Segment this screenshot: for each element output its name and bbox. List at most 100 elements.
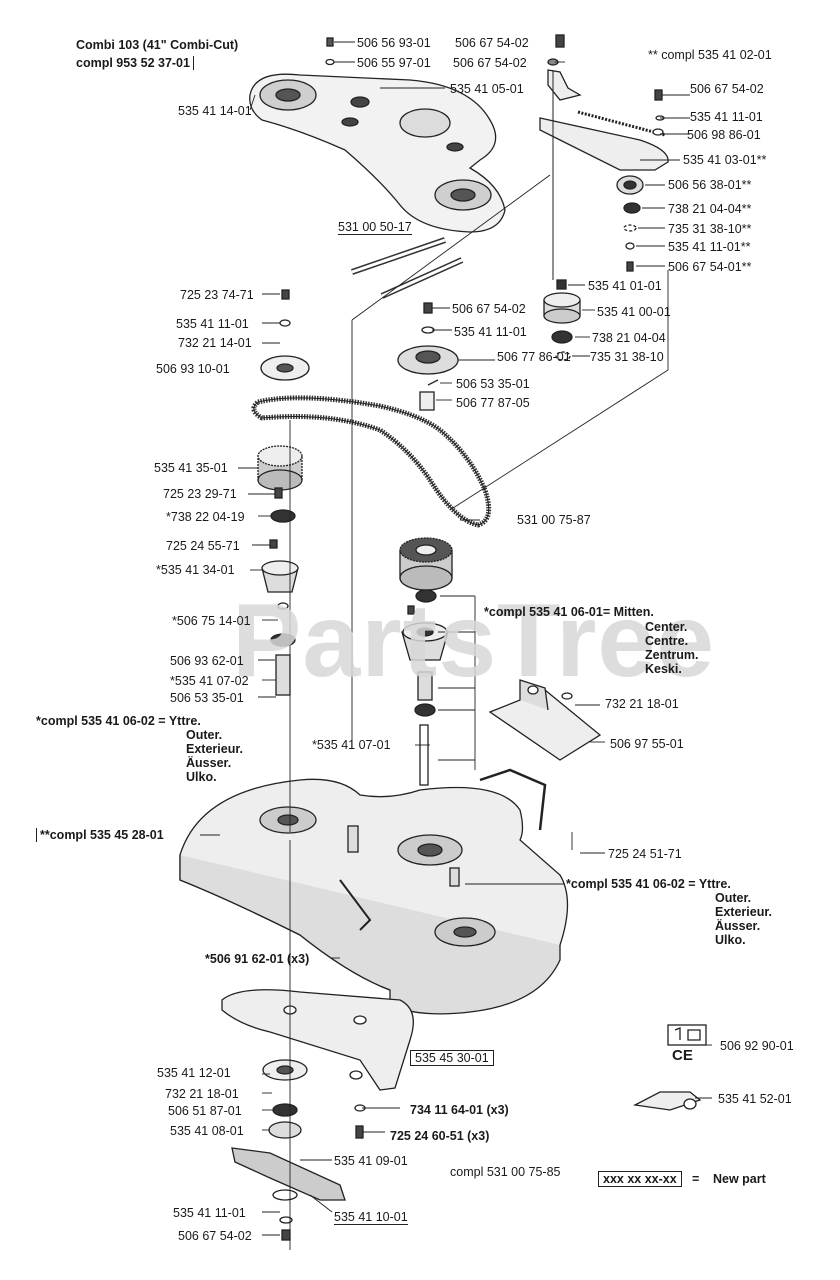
- part-label: Exterieur.: [715, 905, 772, 919]
- part-label: 535 41 11-01: [690, 110, 763, 124]
- part-label: compl 531 00 75-85: [450, 1165, 561, 1179]
- part-label: 506 67 54-02: [690, 82, 764, 96]
- blade-plate: [221, 989, 414, 1091]
- part-label: 506 67 54-01**: [668, 260, 752, 274]
- part-label: 535 41 05-01: [450, 82, 524, 96]
- part-label: Äusser.: [715, 919, 761, 933]
- part-label: 535 41 11-01**: [668, 240, 751, 254]
- part-label: 535 41 01-01: [588, 279, 662, 293]
- idler-pulley: [543, 70, 581, 361]
- part-label: 535 41 11-01: [176, 317, 249, 331]
- center-pulley: [397, 302, 459, 411]
- part-label: 506 53 35-01: [456, 377, 530, 391]
- part-label: 735 31 38-10**: [668, 222, 752, 236]
- part-label: Exterieur.: [186, 742, 243, 756]
- part-label: 535 41 03-01**: [683, 153, 767, 167]
- part-label: 506 53 35-01: [170, 691, 244, 705]
- part-label: 535 41 52-01: [718, 1092, 792, 1106]
- part-label: *506 75 14-01: [172, 614, 251, 628]
- cutting-blade: [231, 1147, 346, 1241]
- part-label: *compl 535 41 06-02 = Yttre.: [566, 877, 731, 891]
- part-label: Ulko.: [186, 770, 217, 784]
- part-label: ** compl 535 41 02-01: [648, 48, 772, 62]
- drive-belt: [251, 395, 492, 528]
- tension-arm: [539, 89, 669, 272]
- part-label: 535 41 35-01: [154, 461, 228, 475]
- part-label: 535 41 08-01: [170, 1124, 244, 1138]
- center-toothed-pulley: [399, 537, 453, 786]
- part-label: 506 56 38-01**: [668, 178, 752, 192]
- watermark: PartsTree: [232, 583, 716, 699]
- part-label: 531 00 50-17: [338, 220, 412, 235]
- part-label: 725 24 55-71: [166, 539, 240, 553]
- part-label: 506 98 86-01: [687, 128, 761, 142]
- part-label: 738 21 04-04: [592, 331, 666, 345]
- model-title: Combi 103 (41" Combi-Cut): [76, 38, 239, 52]
- part-label: 506 67 54-02: [452, 302, 526, 316]
- part-label: 738 21 04-04**: [668, 202, 752, 216]
- part-label: 535 41 10-01: [334, 1210, 408, 1225]
- part-label: 535 41 14-01: [178, 104, 252, 118]
- bracket-506-97-55-01: [488, 679, 602, 761]
- part-label: 535 41 09-01: [334, 1154, 408, 1168]
- part-label: Center.: [645, 620, 688, 634]
- part-label: 506 77 87-05: [456, 396, 530, 410]
- part-label: 732 21 18-01: [165, 1087, 239, 1101]
- part-label: 535 41 00-01: [597, 305, 671, 319]
- part-label: Ulko.: [715, 933, 746, 947]
- part-label: Centre.: [645, 634, 689, 648]
- part-label: 506 67 54-02: [453, 56, 527, 70]
- part-label: *535 41 07-01: [312, 738, 391, 752]
- top-center-hardware: [325, 34, 582, 101]
- part-label: *compl 535 41 06-01= Mitten.: [484, 605, 654, 619]
- part-label: Äusser.: [186, 756, 232, 770]
- part-label: 732 21 14-01: [178, 336, 252, 350]
- part-label: 535 45 30-01: [410, 1050, 494, 1066]
- part-label: *compl 535 41 06-02 = Yttre.: [36, 714, 201, 728]
- part-label: 506 93 10-01: [156, 362, 230, 376]
- part-label: 725 24 51-71: [608, 847, 682, 861]
- part-label: **compl 535 45 28-01: [36, 828, 164, 842]
- part-label: 506 56 93-01: [357, 36, 431, 50]
- left-spindle-top: [260, 289, 310, 381]
- legend-new-part: New part: [713, 1172, 766, 1186]
- part-label: 535 41 12-01: [157, 1066, 231, 1080]
- part-label: 506 77 86-01: [497, 350, 571, 364]
- part-label: *535 41 07-02: [170, 674, 249, 688]
- part-label: 506 92 90-01: [720, 1039, 794, 1053]
- part-label: 735 31 38-10: [590, 350, 664, 364]
- part-label: *738 22 04-19: [166, 510, 245, 524]
- part-label: 725 23 29-71: [163, 487, 237, 501]
- part-label: *506 91 62-01 (x3): [205, 952, 310, 966]
- part-label: 506 51 87-01: [168, 1104, 242, 1118]
- accessory-parts: [632, 1024, 707, 1111]
- part-label: 725 24 60-51 (x3): [390, 1129, 490, 1143]
- part-label: Outer.: [715, 891, 752, 905]
- part-label: 506 93 62-01: [170, 654, 244, 668]
- part-label: Outer.: [186, 728, 223, 742]
- mower-deck: [179, 768, 569, 1015]
- lower-spindle: [262, 1059, 366, 1139]
- legend-symbol: xxx xx xx-xx: [598, 1171, 682, 1187]
- model-compl: compl 953 52 37-01: [76, 56, 194, 70]
- pulley-cover: [249, 73, 506, 233]
- part-label: 734 11 64-01 (x3): [410, 1103, 509, 1117]
- part-label: 732 21 18-01: [605, 697, 679, 711]
- part-label: 725 23 74-71: [180, 288, 254, 302]
- short-belt: [351, 237, 464, 299]
- ce-mark: CE: [672, 1047, 693, 1064]
- legend-equals: =: [692, 1172, 700, 1186]
- part-label: 535 41 11-01: [173, 1206, 246, 1220]
- part-label: 506 55 97-01: [357, 56, 431, 70]
- part-label: *535 41 34-01: [156, 563, 235, 577]
- part-label: 506 97 55-01: [610, 737, 684, 751]
- part-label: 506 67 54-02: [178, 1229, 252, 1243]
- part-label: 506 67 54-02: [455, 36, 529, 50]
- part-label: Keski.: [645, 662, 682, 676]
- part-label: Zentrum.: [645, 648, 699, 662]
- leader-lines: [200, 41, 712, 1250]
- part-label: 531 00 75-87: [517, 513, 591, 527]
- part-label: 535 41 11-01: [454, 325, 527, 339]
